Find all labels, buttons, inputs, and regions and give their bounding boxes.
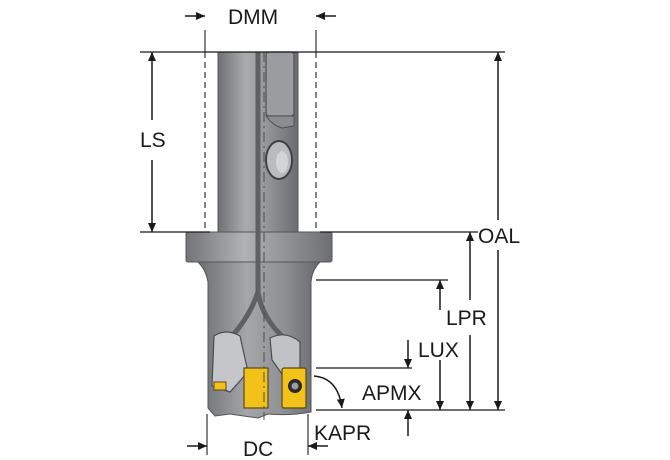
kapr-angle-arc [313, 375, 345, 409]
cutter-tool-body [185, 51, 333, 419]
dimension-arrows [148, 12, 502, 450]
label-dc: DC [243, 438, 273, 460]
label-kapr: KAPR [314, 422, 371, 445]
extension-lines [140, 51, 505, 411]
shank-flat-ramp [265, 115, 295, 129]
label-ls: LS [140, 129, 166, 152]
coolant-channel [230, 291, 261, 338]
label-lpr: LPR [446, 307, 487, 330]
chip-pocket [211, 331, 249, 393]
label-oal: OAL [478, 225, 520, 248]
centerline-group [204, 30, 317, 455]
shank-flat [265, 51, 295, 117]
label-dmm: DMM [228, 6, 278, 29]
label-lux: LUX [418, 339, 459, 362]
dimension-labels: DMM LS OAL LPR LUX APMX KAPR DC [140, 6, 520, 460]
label-apmx: APMX [362, 382, 422, 405]
